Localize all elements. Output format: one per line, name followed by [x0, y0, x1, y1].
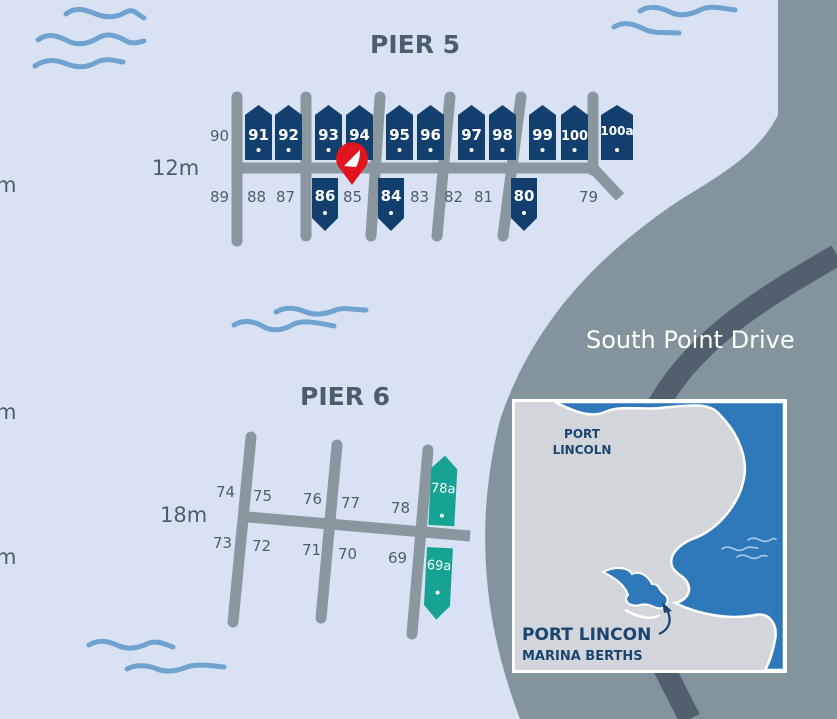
berth-89[interactable]: 89	[210, 188, 229, 206]
wave	[63, 6, 147, 21]
pier-5-title: PIER 5	[370, 30, 460, 59]
svg-text:99: 99	[532, 126, 553, 144]
wave	[637, 4, 738, 18]
svg-text:100: 100	[561, 129, 588, 144]
wave	[611, 21, 682, 36]
inset-town-label: PORT	[564, 427, 601, 441]
pier-6-special-berths: 78a 69a	[423, 455, 458, 620]
berth-86[interactable]: 86	[312, 178, 338, 231]
svg-text:98: 98	[492, 126, 513, 144]
berth-95[interactable]: 95	[386, 105, 413, 160]
pier-5-pontoons	[231, 91, 625, 247]
berth-78[interactable]: 78	[391, 499, 410, 517]
arrow-icon	[658, 609, 671, 636]
wave	[86, 638, 176, 651]
wave	[273, 305, 369, 317]
svg-text:100a: 100a	[600, 124, 633, 138]
berth-97[interactable]: 97	[458, 105, 485, 160]
pier-6-pontoons	[227, 431, 471, 640]
berth-100a[interactable]: 100a	[600, 105, 634, 160]
berth-78a[interactable]: 78a	[428, 455, 458, 527]
svg-text:93: 93	[318, 126, 339, 144]
pier-6-depth: 18m	[160, 503, 207, 527]
berth-96[interactable]: 96	[417, 105, 444, 160]
inset-map: PORT LINCOLN PORT LINCON MARINA BERTHS	[512, 399, 787, 673]
svg-text:96: 96	[420, 126, 441, 144]
berth-87[interactable]: 87	[276, 188, 295, 206]
pier-5-open-berths: 90 89 88 87 85 83 82 81 79	[210, 127, 598, 206]
location-marker[interactable]	[336, 142, 368, 185]
berth-85[interactable]: 85	[343, 188, 362, 206]
berth-75[interactable]: 75	[253, 487, 272, 505]
berth-99[interactable]: 99	[529, 105, 556, 160]
pier-6-open-berths: 74 75 76 77 78 73 72 71 70 69	[213, 483, 410, 567]
pier-6-title: PIER 6	[300, 382, 390, 411]
berth-88[interactable]: 88	[247, 188, 266, 206]
inset-breakwater	[624, 608, 661, 619]
berth-71[interactable]: 71	[302, 541, 321, 559]
wave	[124, 662, 227, 674]
berth-72[interactable]: 72	[252, 537, 271, 555]
inset-inlet	[600, 567, 669, 610]
svg-text:86: 86	[315, 187, 336, 205]
depth-label-edge: m	[0, 173, 16, 197]
berth-91[interactable]: 91	[245, 105, 272, 160]
berth-74[interactable]: 74	[216, 483, 235, 501]
svg-text:80: 80	[514, 187, 535, 205]
pier-5-bottom-berths: 86 84 80	[312, 178, 537, 231]
sailboat-icon	[344, 150, 360, 167]
berth-69a[interactable]: 69a	[423, 547, 453, 620]
inset-title: PORT LINCON	[522, 625, 651, 645]
depth-label-edge: m	[0, 400, 16, 424]
berth-81[interactable]: 81	[474, 188, 493, 206]
wave	[32, 57, 126, 70]
wave	[35, 32, 147, 47]
berth-100[interactable]: 100	[561, 105, 588, 160]
berth-80[interactable]: 80	[511, 178, 537, 231]
berth-77[interactable]: 77	[341, 494, 360, 512]
road-label: South Point Drive	[586, 326, 795, 354]
wave	[231, 318, 337, 333]
berth-69[interactable]: 69	[388, 549, 407, 567]
inset-subtitle: MARINA BERTHS	[522, 649, 643, 664]
berth-93[interactable]: 93	[315, 105, 342, 160]
waves	[32, 4, 738, 674]
depth-label-edge: m	[0, 545, 16, 569]
berth-79[interactable]: 79	[579, 188, 598, 206]
berth-73[interactable]: 73	[213, 534, 232, 552]
berth-98[interactable]: 98	[489, 105, 516, 160]
pier-5-top-berths: 91 92 93 94 95 96 97	[245, 105, 634, 160]
svg-text:97: 97	[461, 126, 482, 144]
inset-town-label: LINCOLN	[553, 443, 612, 457]
pier-5-depth: 12m	[152, 156, 199, 180]
berth-92[interactable]: 92	[275, 105, 302, 160]
berth-90[interactable]: 90	[210, 127, 229, 145]
svg-text:78a: 78a	[431, 481, 456, 497]
svg-text:69a: 69a	[426, 558, 451, 574]
berth-83[interactable]: 83	[410, 188, 429, 206]
berth-70[interactable]: 70	[338, 545, 357, 563]
svg-text:92: 92	[278, 126, 299, 144]
berth-76[interactable]: 76	[303, 490, 322, 508]
berth-84[interactable]: 84	[378, 178, 404, 231]
svg-text:84: 84	[381, 187, 402, 205]
svg-text:95: 95	[389, 126, 410, 144]
svg-text:91: 91	[248, 126, 269, 144]
svg-text:94: 94	[349, 126, 370, 144]
inset-sea	[554, 400, 786, 672]
berth-82[interactable]: 82	[444, 188, 463, 206]
